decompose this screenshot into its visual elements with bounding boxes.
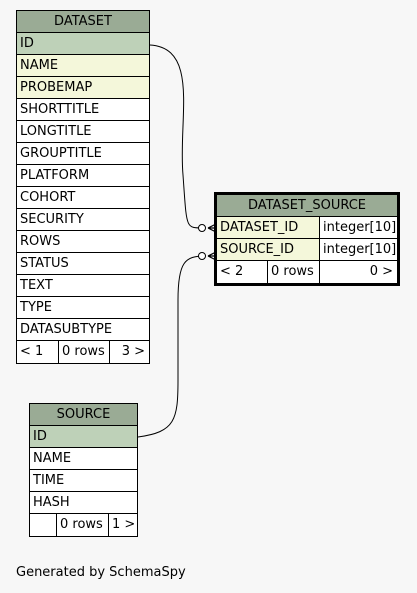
parents-count xyxy=(30,514,57,536)
table-dataset[interactable]: DATASET ID NAME PROBEMAP SHORTTITLE LONG… xyxy=(16,10,150,364)
row-count: 0 rows xyxy=(268,261,320,283)
table-title: DATASET_SOURCE xyxy=(217,195,397,217)
row-count: 0 rows xyxy=(57,514,109,536)
parents-count[interactable]: < 2 xyxy=(217,261,268,283)
column-id[interactable]: ID xyxy=(30,426,137,448)
column-time[interactable]: TIME xyxy=(30,470,137,492)
relation-end-circle xyxy=(198,252,206,260)
generated-by-label: Generated by SchemaSpy xyxy=(16,565,186,580)
column-dataset-id[interactable]: DATASET_ID integer[10] xyxy=(217,217,397,239)
children-count[interactable]: 0 > xyxy=(369,264,393,279)
children-count[interactable]: 1 > xyxy=(112,517,136,532)
column-cohort[interactable]: COHORT xyxy=(17,187,149,209)
parents-count[interactable]: < 1 xyxy=(17,341,59,363)
column-hash[interactable]: HASH xyxy=(30,492,137,514)
column-name[interactable]: NAME xyxy=(30,448,137,470)
column-type: integer[10] xyxy=(320,217,397,238)
column-name[interactable]: NAME xyxy=(17,55,149,77)
children-count[interactable]: 3 > xyxy=(121,344,145,359)
table-footer: 0 rows 1 > xyxy=(30,514,137,536)
column-probemap[interactable]: PROBEMAP xyxy=(17,77,149,99)
relation-source-to-dataset-source xyxy=(137,255,206,438)
column-status[interactable]: STATUS xyxy=(17,253,149,275)
table-title: DATASET xyxy=(17,11,149,33)
column-rows[interactable]: ROWS xyxy=(17,231,149,253)
table-footer: < 1 0 rows 3 > xyxy=(17,341,149,363)
table-footer: < 2 0 rows 0 > xyxy=(217,261,397,283)
relation-end-circle xyxy=(198,224,206,232)
table-title: SOURCE xyxy=(30,404,137,426)
column-source-id[interactable]: SOURCE_ID integer[10] xyxy=(217,239,397,261)
table-source[interactable]: SOURCE ID NAME TIME HASH 0 rows 1 > xyxy=(29,403,138,537)
column-type[interactable]: TYPE xyxy=(17,297,149,319)
table-dataset-source[interactable]: DATASET_SOURCE DATASET_ID integer[10] SO… xyxy=(214,192,400,286)
row-count: 0 rows xyxy=(59,341,110,363)
column-longtitle[interactable]: LONGTITLE xyxy=(17,121,149,143)
relation-dataset-to-dataset-source xyxy=(149,44,206,229)
column-name: SOURCE_ID xyxy=(217,239,320,260)
column-shorttitle[interactable]: SHORTTITLE xyxy=(17,99,149,121)
column-grouptitle[interactable]: GROUPTITLE xyxy=(17,143,149,165)
column-platform[interactable]: PLATFORM xyxy=(17,165,149,187)
column-security[interactable]: SECURITY xyxy=(17,209,149,231)
column-id[interactable]: ID xyxy=(17,33,149,55)
column-type: integer[10] xyxy=(320,239,397,260)
column-name: DATASET_ID xyxy=(217,217,320,238)
column-text[interactable]: TEXT xyxy=(17,275,149,297)
column-datasubtype[interactable]: DATASUBTYPE xyxy=(17,319,149,341)
